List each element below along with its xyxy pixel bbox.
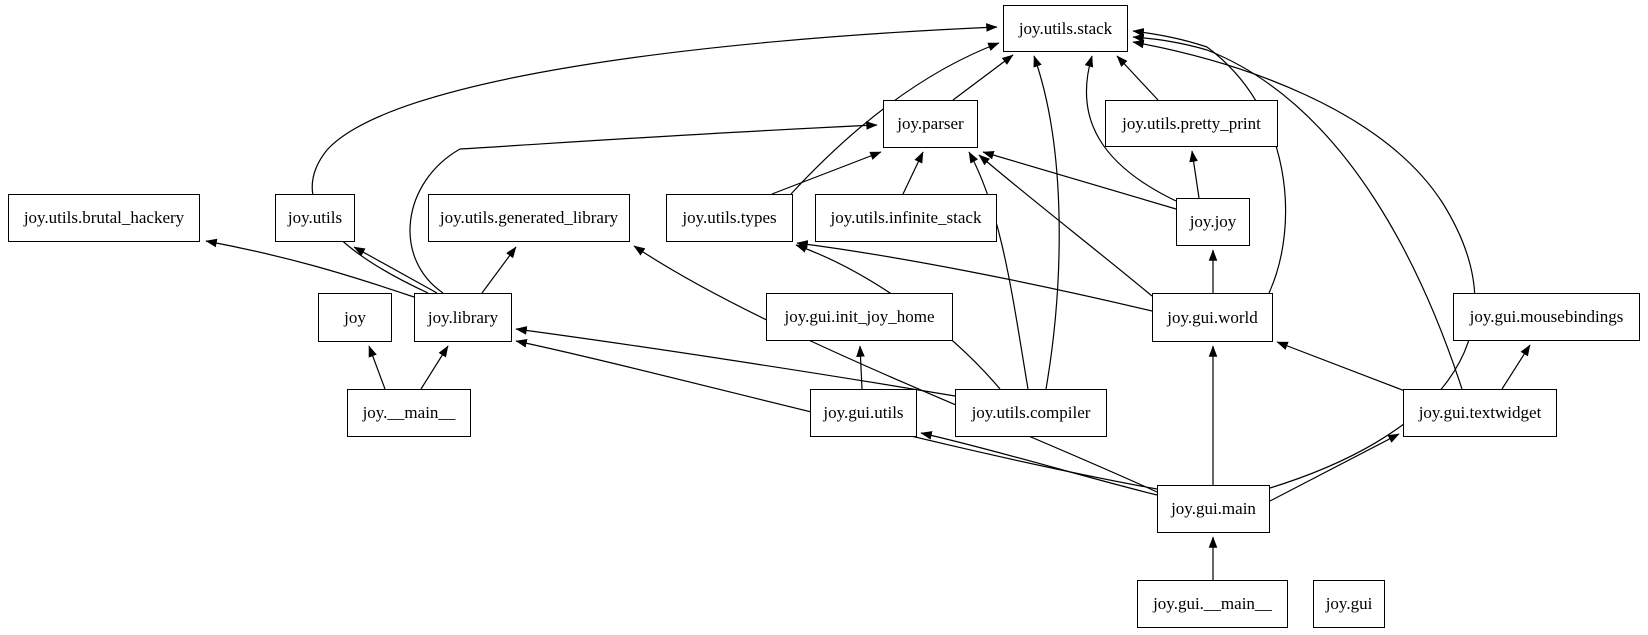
node-joy-gui-init-joy-home: joy.gui.init_joy_home [766,293,953,341]
node-label-joy-utils-compiler: joy.utils.compiler [971,403,1091,422]
node-label-joy-gui-init-joy-home: joy.gui.init_joy_home [784,307,935,326]
node-joy-gui-main: joy.gui.main [1157,485,1270,533]
edge-joy-gui-main-to-joy-utils-stack [1132,39,1476,489]
node-joy-utils-types: joy.utils.types [666,194,793,242]
node-joy-parser: joy.parser [883,100,978,148]
edge-joy-library-to-joy-parser [409,121,878,294]
edge-joy-gui-world-to-joy-utils-stack [1132,28,1287,294]
edge-joy-utils-infinite-stack-to-joy-parser [902,151,924,195]
edge-joy-joy-to-joy-parser [982,150,1177,210]
node-joy-utils: joy.utils [275,194,355,242]
node-joy: joy [318,293,392,342]
edge-joy-library-to-joy-utils-generated-library [481,246,517,294]
node-joy-utils-stack: joy.utils.stack [1003,5,1128,52]
node-joy-gui-textwidget: joy.gui.textwidget [1403,389,1557,437]
node-joy-gui-world: joy.gui.world [1152,293,1273,342]
node-joy-main: joy.__main__ [347,389,471,437]
edge-joy-utils-pretty-print-to-joy-utils-stack [1116,55,1159,101]
edge-joy-main-to-joy-library [420,345,449,390]
node-joy-gui: joy.gui [1313,580,1385,628]
node-label-joy-gui: joy.gui [1325,594,1373,613]
node-label-joy-parser: joy.parser [897,114,964,133]
edge-joy-library-to-joy-utils-brutal-hackery [205,238,415,298]
node-joy-utils-infinite-stack: joy.utils.infinite_stack [815,194,997,242]
node-label-joy-utils-generated-library: joy.utils.generated_library [439,208,619,227]
node-joy-gui-main-main: joy.gui.__main__ [1137,580,1288,628]
edge-joy-gui-main-to-joy-utils-generated-library [633,245,1158,493]
node-joy-utils-brutal-hackery: joy.utils.brutal_hackery [8,194,200,242]
node-joy-utils-pretty-print: joy.utils.pretty_print [1105,100,1278,147]
node-joy-gui-mousebindings: joy.gui.mousebindings [1453,293,1640,341]
node-label-joy-utils-types: joy.utils.types [682,208,777,227]
node-label-joy-gui-textwidget: joy.gui.textwidget [1418,403,1542,422]
node-joy-utils-compiler: joy.utils.compiler [955,389,1107,437]
edge-joy-joy-to-joy-utils-stack [1084,55,1177,202]
node-label-joy-utils-pretty-print: joy.utils.pretty_print [1122,113,1261,133]
edge-joy-parser-to-joy-utils-stack [952,54,1014,101]
node-label-joy-utils-stack: joy.utils.stack [1018,18,1113,38]
edge-joy-utils-compiler-to-joy-utils-stack [1033,55,1060,390]
node-label-joy: joy [344,307,366,327]
edge-joy-utils-types-to-joy-parser [771,151,882,195]
node-joy-library: joy.library [414,293,512,342]
edge-joy-main-to-joy [368,345,386,390]
node-label-joy-gui-main: joy.gui.main [1171,499,1256,518]
edge-joy-gui-utils-to-joy-gui-init-joy-home [856,345,865,390]
node-joy-gui-utils: joy.gui.utils [810,389,917,437]
node-label-joy-utils-brutal-hackery: joy.utils.brutal_hackery [23,208,185,227]
edge-joy-gui-main-to-joy-gui-textwidget [1269,433,1400,502]
node-label-joy-joy: joy.joy [1189,212,1237,231]
edge-joy-gui-textwidget-to-joy-gui-world [1276,341,1406,392]
edge-joy-library-to-joy-utils [353,246,438,294]
node-joy-joy: joy.joy [1176,198,1250,246]
edge-joy-gui-world-to-joy-parser [978,154,1153,297]
edge-joy-gui-main-to-joy-gui-utils [920,431,1158,496]
edge-joy-library-to-joy-utils-stack [311,23,998,294]
edge-joy-gui-textwidget-to-joy-gui-mousebindings [1501,344,1531,390]
node-joy-utils-generated-library: joy.utils.generated_library [428,194,630,242]
node-label-joy-main: joy.__main__ [362,403,456,422]
node-label-joy-gui-world: joy.gui.world [1167,307,1258,327]
node-label-joy-utils: joy.utils [287,208,343,227]
node-label-joy-utils-infinite-stack: joy.utils.infinite_stack [830,208,982,227]
edge-joy-joy-to-joy-utils-pretty-print [1189,150,1200,199]
node-label-joy-gui-mousebindings: joy.gui.mousebindings [1469,307,1624,326]
edge-joy-utils-compiler-to-joy-parser [968,151,1029,390]
edge-joy-gui-world-to-joy-utils-types [796,240,1153,312]
edge-joy-gui-textwidget-to-joy-utils-stack [1132,33,1463,390]
edge-joy-utils-compiler-to-joy-library [515,326,956,397]
node-label-joy-gui-utils: joy.gui.utils [823,403,904,422]
node-label-joy-gui-main-main: joy.gui.__main__ [1153,594,1272,613]
node-label-joy-library: joy.library [427,307,499,327]
